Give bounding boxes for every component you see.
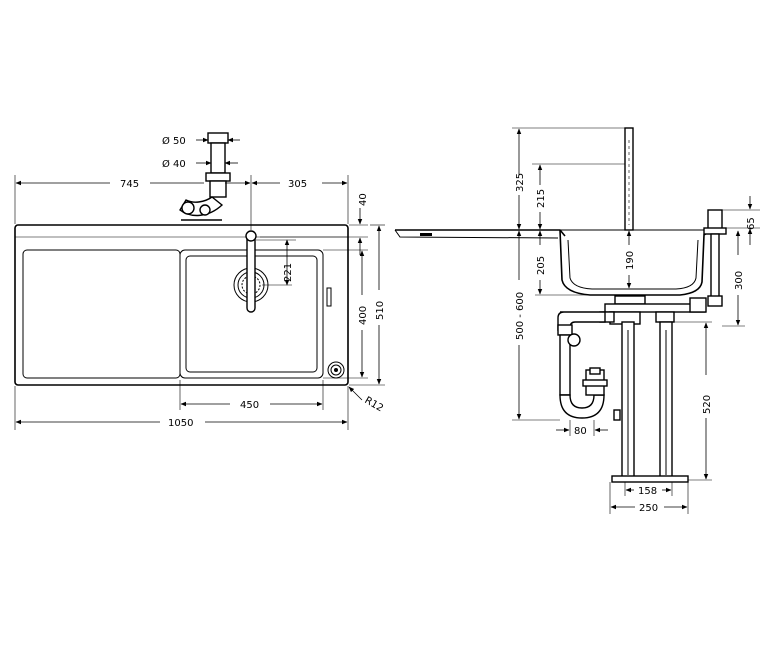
bowl-section — [559, 229, 713, 296]
dim-foot-outer: 250 — [639, 503, 658, 514]
waste-assembly — [557, 295, 707, 419]
dim-bowl-width: 450 — [240, 400, 259, 411]
popup-waste-button — [327, 361, 345, 379]
overflow-slot — [326, 287, 332, 307]
support-frame — [611, 321, 689, 483]
side-view: 325 215 205 190 65 300 500 - 600 52 — [394, 127, 760, 514]
dim-corner-radius: R12 — [363, 395, 386, 414]
dim-cabinet-range: 500 - 600 — [515, 292, 526, 340]
dim-drainer-width: 745 — [120, 179, 139, 190]
dim-pipe-inner: Ø 40 — [162, 158, 186, 170]
dim-overall-depth: 510 — [375, 301, 386, 320]
dim-dispenser-depth: 300 — [734, 271, 745, 290]
drainer-area — [22, 249, 181, 379]
dim-under-rim: 205 — [536, 256, 547, 275]
dim-bowl-length: 400 — [358, 306, 369, 325]
dim-bowl-depth-plan: 221 — [283, 263, 294, 282]
dim-overall-width: 1050 — [168, 418, 193, 429]
dim-bowl-depth: 190 — [625, 251, 636, 270]
dim-leg-height: 520 — [702, 395, 713, 414]
dim-pipe-outer: Ø 50 — [162, 135, 186, 147]
dim-dispenser-height: 65 — [746, 217, 757, 230]
soap-dispenser — [703, 209, 727, 307]
dim-rim-offset: 40 — [358, 193, 369, 206]
waste-pipe-plan — [179, 132, 231, 221]
dim-trap-width: 80 — [574, 426, 587, 437]
sink-outline — [14, 224, 349, 386]
plan-view: Ø 50 Ø 40 745 305 40 221 400 — [14, 132, 386, 430]
dim-tap-spout: 215 — [536, 189, 547, 208]
dim-tap-offset: 305 — [288, 179, 307, 190]
tap-plan — [233, 230, 269, 313]
dim-tap-height: 325 — [515, 173, 526, 192]
dim-foot-inner: 158 — [638, 486, 657, 497]
